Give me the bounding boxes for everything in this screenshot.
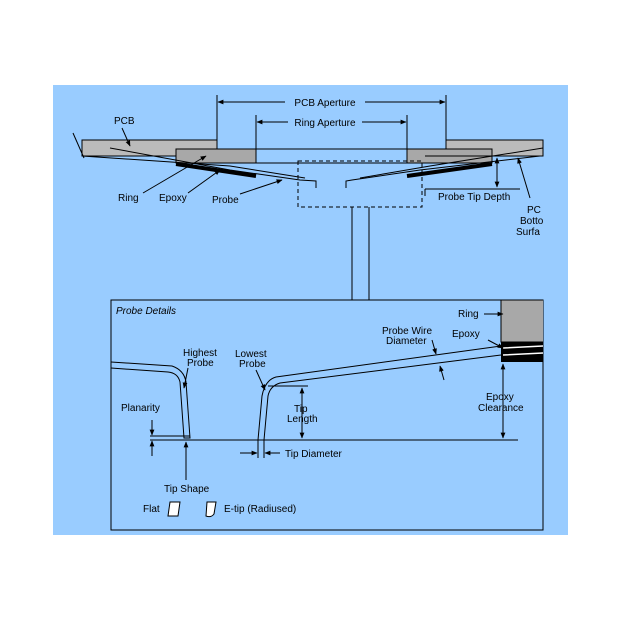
tip-length-label-1: Tip <box>294 404 308 415</box>
probe-right <box>345 155 541 188</box>
pcb-break-line <box>72 132 85 159</box>
epoxy-detail-leader <box>487 339 504 349</box>
pcb-bottom-surface-label-2: Botto <box>520 216 544 227</box>
detail-callout-box <box>297 160 423 208</box>
probe-leader <box>239 179 283 195</box>
highest-probe-label-1: Highest <box>183 348 217 359</box>
ring-label: Ring <box>118 193 139 204</box>
pcb-aperture-label: PCB Aperture <box>294 98 356 109</box>
lowest-probe-leader <box>255 369 266 391</box>
ring-aperture-outline <box>255 149 408 164</box>
highest-probe-leader <box>182 367 189 389</box>
ring-leader <box>142 155 207 194</box>
planarity-label: Planarity <box>121 403 160 414</box>
detail-epoxy-label: Epoxy <box>452 329 480 340</box>
probe-details-title: Probe Details <box>116 306 176 317</box>
probe-left <box>109 147 317 188</box>
detail-ring-block <box>500 300 543 343</box>
wire-diameter-leader-top <box>431 339 437 355</box>
tip-length-label-2: Length <box>287 414 318 425</box>
probe-label: Probe <box>212 195 239 206</box>
probe-details-frame <box>110 299 544 531</box>
tip-shape-label: Tip Shape <box>164 484 210 495</box>
highest-probe <box>111 361 191 439</box>
epoxy-label: Epoxy <box>159 193 187 204</box>
etip-shape-icon <box>205 501 217 518</box>
pcb-bottom-surface-label-3: Surfa <box>516 227 540 238</box>
lowest-probe-label-1: Lowest <box>235 349 267 360</box>
highest-probe-label-2: Probe <box>187 358 214 369</box>
detail-ring-label: Ring <box>458 309 479 320</box>
flat-tip-shape-icon <box>167 501 181 517</box>
lowest-probe-label-2: Probe <box>239 359 266 370</box>
ring-aperture-label: Ring Aperture <box>294 118 356 129</box>
probe-wire-diameter-label-2: Diameter <box>386 336 427 347</box>
probe-details-panel: Probe Details Ring Epoxy Probe Wire Diam… <box>110 299 544 531</box>
epoxy-leader <box>187 169 221 194</box>
probe-left-upper <box>81 155 306 179</box>
epoxy-clearance-label-1: Epoxy <box>486 392 514 403</box>
probe-tip-depth-label: Probe Tip Depth <box>438 192 510 203</box>
probe-wire-diameter-label-1: Probe Wire <box>382 326 432 337</box>
pcb-leader <box>121 127 131 147</box>
detail-epoxy-block <box>501 342 543 362</box>
probe-right-upper <box>359 147 544 179</box>
pcb-bottom-leader <box>517 157 531 199</box>
wire-diameter-leader-bottom <box>439 365 445 381</box>
epoxy-clearance-label-2: Clearance <box>478 403 524 414</box>
ring-left <box>175 148 257 164</box>
etip-label: E-tip (Radiused) <box>224 504 296 515</box>
tip-diameter-label: Tip Diameter <box>285 449 343 460</box>
top-cross-section: PCB PCB Aperture Ring Aperture Ring Epox… <box>72 95 544 301</box>
pcb-label: PCB <box>114 116 135 127</box>
pcb-bottom-surface-label-1: PC <box>527 205 541 216</box>
epoxy-right <box>406 162 493 178</box>
detail-epoxy-stripes <box>502 345 543 356</box>
flat-label: Flat <box>143 504 160 515</box>
